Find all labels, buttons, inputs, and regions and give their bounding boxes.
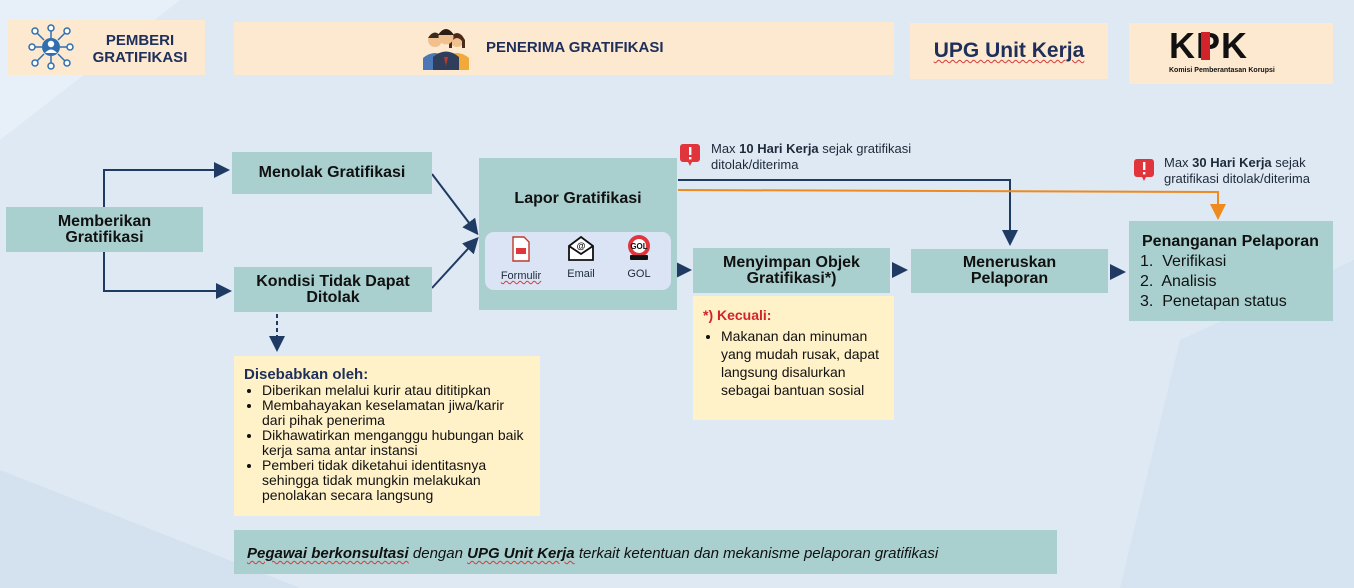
arrow-to-kondisi	[103, 252, 232, 299]
deadline-10-note: Max 10 Hari Kerja sejak gratifikasi dito…	[711, 141, 912, 172]
disebabkan-list: Diberikan melalui kurir atau dititipkan …	[244, 383, 530, 503]
alert-icon	[1134, 159, 1154, 181]
channel-formulir: Formulir	[493, 236, 549, 282]
node-menyimpan: Menyimpan Objek Gratifikasi*)	[693, 248, 890, 293]
report-channels: Formulir @ Email GOL GOL	[485, 232, 671, 290]
kecuali-list: Makanan dan minuman yang mudah rusak, da…	[703, 327, 884, 399]
kpk-logo: KPK Komisi Pemberantasan Korupsi	[1129, 23, 1333, 84]
node-menolak: Menolak Gratifikasi	[232, 152, 432, 194]
pemberi-line2: GRATIFIKASI	[92, 49, 188, 66]
svg-text:GOL: GOL	[630, 242, 647, 251]
list-item: Dikhawatirkan menganggu hubungan baik ke…	[262, 428, 530, 458]
gol-icon: GOL	[628, 235, 650, 260]
step-3: 3. Penetapan status	[1140, 293, 1287, 310]
list-item: Pemberi tidak diketahui identitasnya seh…	[262, 458, 530, 503]
header-penerima: PENERIMA GRATIFIKASI	[234, 22, 894, 75]
step-1: 1. Verifikasi	[1140, 253, 1227, 270]
arrow-to-menolak	[103, 162, 230, 207]
gol-label: GOL	[627, 268, 651, 280]
menyimpan-label: Menyimpan Objek Gratifikasi*)	[723, 253, 860, 287]
email-icon: @	[568, 235, 594, 261]
arrow-lapor-penanganan	[677, 189, 1226, 220]
list-item: Diberikan melalui kurir atau dititipkan	[262, 383, 530, 398]
kecuali-box: *) Kecuali: Makanan dan minuman yang mud…	[693, 296, 894, 420]
kecuali-title: *) Kecuali:	[703, 307, 772, 323]
footer-part1: Pegawai berkonsultasi	[247, 545, 409, 562]
channel-gol: GOL GOL	[611, 234, 667, 280]
formulir-label: Formulir	[500, 270, 542, 282]
list-item: Makanan dan minuman yang mudah rusak, da…	[721, 327, 884, 399]
disebabkan-box: Disebabkan oleh: Diberikan melalui kurir…	[234, 356, 540, 516]
email-label: Email	[567, 268, 595, 280]
arrow-lapor-meneruskan	[678, 179, 1018, 246]
node-penanganan: Penanganan Pelaporan 1. Verifikasi 2. An…	[1129, 221, 1333, 321]
channel-email: @ Email	[553, 234, 609, 280]
header-pemberi: PEMBERI GRATIFIKASI	[8, 20, 205, 75]
kondisi-label: Kondisi Tidak Dapat Ditolak	[256, 272, 410, 306]
menolak-label: Menolak Gratifikasi	[258, 164, 406, 181]
node-kondisi: Kondisi Tidak Dapat Ditolak	[234, 267, 432, 312]
kpk-logo-accent	[1201, 32, 1210, 60]
node-meneruskan: Meneruskan Pelaporan	[911, 249, 1108, 293]
arrow-kondisi-lapor	[431, 237, 479, 289]
node-lapor: Lapor Gratifikasi Formulir @ Email GOL	[479, 158, 677, 310]
people-group-icon	[423, 29, 469, 70]
alert-icon	[680, 144, 700, 166]
kpk-subtitle: Komisi Pemberantasan Korupsi	[1169, 67, 1275, 74]
node-memberikan: Memberikan Gratifikasi	[6, 207, 203, 252]
form-icon	[512, 236, 530, 262]
step-2: 2. Analisis	[1140, 273, 1217, 290]
lapor-label: Lapor Gratifikasi	[514, 190, 642, 207]
penanganan-steps: 1. Verifikasi 2. Analisis 3. Penetapan s…	[1140, 252, 1287, 312]
footer-banner: Pegawai berkonsultasi dengan UPG Unit Ke…	[234, 530, 1057, 574]
penerima-title: PENERIMA GRATIFIKASI	[486, 39, 664, 56]
footer-part3: UPG Unit Kerja	[467, 545, 575, 562]
upg-title: UPG Unit Kerja	[933, 39, 1085, 62]
meneruskan-label: Meneruskan Pelaporan	[962, 254, 1057, 287]
arrow-menolak-lapor	[431, 173, 479, 236]
disebabkan-title: Disebabkan oleh:	[244, 366, 369, 383]
footer-part2: dengan	[408, 545, 468, 562]
header-upg: UPG Unit Kerja	[910, 23, 1108, 79]
list-item: Membahayakan keselamatan jiwa/karir dari…	[262, 398, 530, 428]
memberikan-label: Memberikan Gratifikasi	[57, 212, 152, 246]
footer-part4: terkait ketentuan dan mekanisme pelapora…	[574, 545, 939, 562]
penanganan-title: Penanganan Pelaporan	[1142, 233, 1319, 250]
network-people-icon	[28, 24, 74, 70]
svg-text:@: @	[577, 241, 586, 251]
deadline-30-note: Max 30 Hari Kerja sejak gratifikasi dito…	[1164, 155, 1310, 186]
pemberi-line1: PEMBERI	[105, 32, 175, 49]
